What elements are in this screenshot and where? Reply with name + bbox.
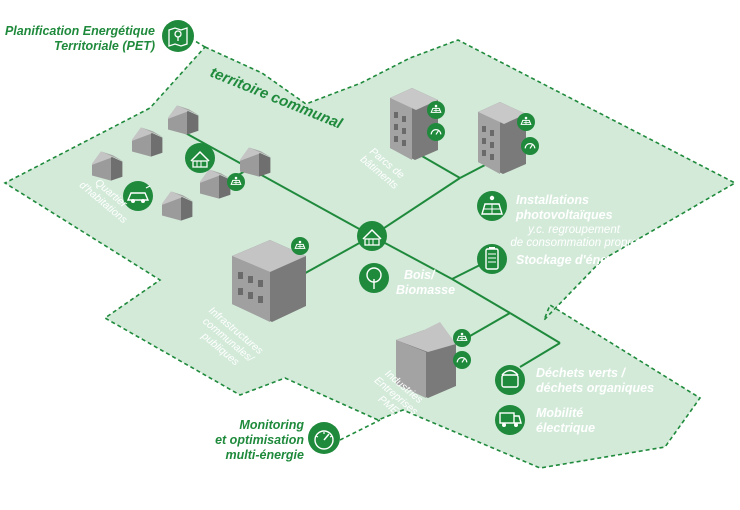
tree-icon <box>359 263 389 293</box>
dechets-label: Déchets verts / déchets organiques <box>536 366 654 396</box>
monitoring-line-1: Monitoring <box>239 418 304 432</box>
electric-car-icon-quartier <box>123 181 153 211</box>
solar-icon-house <box>227 173 245 191</box>
mobilite-label: Mobilité électrique <box>536 406 595 436</box>
building-infrastructure <box>232 240 306 322</box>
house-heat-icon <box>185 143 215 173</box>
solar-icon-parc-2 <box>517 113 535 131</box>
pet-line-2: Territoriale (PET) <box>54 39 155 53</box>
building-parc-2 <box>478 102 526 174</box>
map-pin-icon <box>162 20 194 52</box>
territory-shape <box>3 39 737 469</box>
solar-icon-infra <box>291 237 309 255</box>
pet-line-1: Planification Energétique <box>4 24 155 38</box>
monitoring-line-2: et optimisation <box>215 433 304 447</box>
bois-line-1: Bois/ <box>404 268 435 282</box>
pv-label: Installations photovoltaïques <box>516 193 613 223</box>
monitoring-gauge-icon <box>308 422 340 454</box>
gauge-icon-industry <box>453 351 471 369</box>
solar-panel-icon <box>477 191 507 221</box>
solar-icon-parc-1 <box>427 101 445 119</box>
compost-bin-icon <box>495 365 525 395</box>
building-parc-1 <box>390 88 438 160</box>
monitoring-label: Monitoring et optimisation multi-énergie <box>180 418 304 463</box>
electric-car-icon <box>495 405 525 435</box>
gauge-icon-parc-2 <box>521 137 539 155</box>
gauge-icon-parc-1 <box>427 123 445 141</box>
pet-title: Planification Energétique Territoriale (… <box>0 24 155 54</box>
dechets-line-1: Déchets verts / <box>536 366 625 380</box>
mobilite-line-1: Mobilité <box>536 406 584 420</box>
monitoring-line-3: multi-énergie <box>225 448 305 462</box>
mobilite-line-2: électrique <box>536 421 596 435</box>
pv-line-3: y.c. regroupement <box>528 224 620 236</box>
building-industry <box>396 322 456 398</box>
pv-line-2: photovoltaïques <box>516 208 613 222</box>
pv-line-4: de consommation propre <box>510 237 638 249</box>
bois-label: Bois/ Biomasse <box>396 268 455 298</box>
central-hub-icon <box>357 221 387 251</box>
stockage-label: Stockage d'énergie <box>516 253 631 267</box>
solar-icon-industry <box>453 329 471 347</box>
battery-icon <box>477 244 507 274</box>
pv-line-1: Installations <box>516 193 589 207</box>
bois-line-2: Biomasse <box>396 283 456 297</box>
dechets-line-2: déchets organiques <box>536 381 655 395</box>
pv-sublabel: y.c. regroupement de consommation propre <box>504 224 644 250</box>
